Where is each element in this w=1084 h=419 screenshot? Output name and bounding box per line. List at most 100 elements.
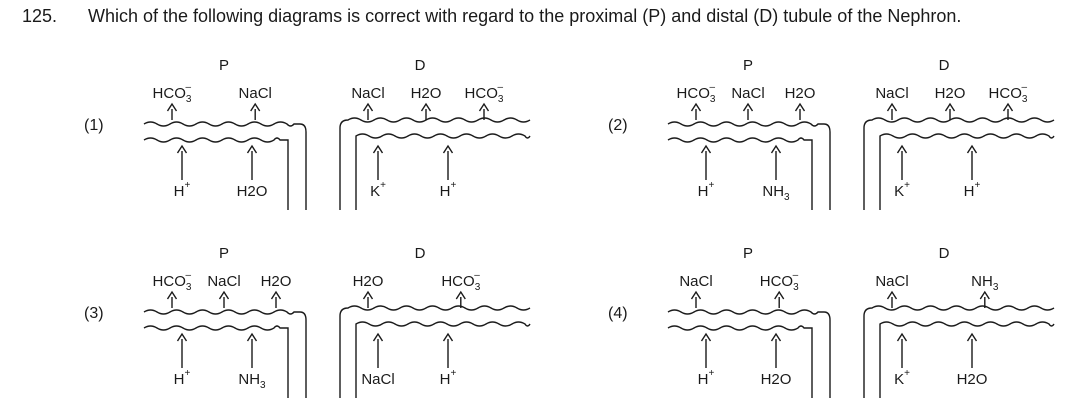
ion-label: H+ — [964, 180, 981, 200]
proximal-tubule: P NaCl HCO3– H+ H2O — [667, 245, 831, 398]
ion-label: H2O — [261, 273, 292, 290]
distal-tag: D — [939, 57, 950, 74]
proximal-tubule: P HCO3– NaCl H2O H+ NH3 — [143, 245, 307, 398]
ion-label: H+ — [174, 180, 191, 200]
proximal-tubule: P HCO3– NaCl H2O H+ NH3 — [667, 57, 831, 210]
ion-label: H+ — [440, 368, 457, 388]
ion-label: K+ — [894, 368, 910, 388]
distal-tag: D — [939, 245, 950, 262]
distal-tubule: D H2O HCO3– NaCl H+ — [339, 245, 531, 398]
up-arrow — [944, 102, 956, 120]
ion-label: NaCl — [239, 85, 272, 102]
ion-label: K+ — [370, 180, 386, 200]
ion-label: HCO3– — [677, 82, 716, 105]
up-arrow — [176, 144, 188, 180]
ion-label: HCO3– — [760, 270, 799, 293]
up-arrow — [270, 290, 282, 308]
up-arrow — [700, 332, 712, 368]
ion-label: H+ — [174, 368, 191, 388]
proximal-tag: P — [743, 57, 753, 74]
proximal-tag: P — [743, 245, 753, 262]
up-arrow — [372, 332, 384, 368]
up-arrow — [218, 290, 230, 308]
ion-label: NH3 — [971, 273, 999, 293]
distal-tag: D — [415, 57, 426, 74]
up-arrow — [372, 144, 384, 180]
up-arrow — [966, 332, 978, 368]
ion-label: NaCl — [875, 273, 908, 290]
up-arrow — [420, 102, 432, 120]
ion-label: H+ — [698, 180, 715, 200]
up-arrow — [886, 102, 898, 120]
option-label: (1) — [84, 117, 104, 134]
ion-label: NH3 — [238, 371, 266, 391]
question-number: 125. — [22, 6, 58, 26]
ion-label: K+ — [894, 180, 910, 200]
ion-label: HCO3– — [989, 82, 1028, 105]
ion-label: H2O — [935, 85, 966, 102]
ion-label: NH3 — [762, 183, 790, 203]
up-arrow — [886, 290, 898, 308]
ion-label: HCO3– — [153, 82, 192, 105]
up-arrow — [690, 102, 702, 120]
ion-label: NaCl — [207, 273, 240, 290]
up-arrow — [770, 332, 782, 368]
up-arrow — [774, 290, 785, 308]
ion-label: H2O — [957, 371, 988, 388]
up-arrow — [700, 144, 712, 180]
proximal-tag: P — [219, 245, 229, 262]
ion-label: H+ — [440, 180, 457, 200]
proximal-tag: P — [219, 57, 229, 74]
up-arrow — [794, 102, 806, 120]
up-arrow — [442, 144, 454, 180]
ion-label: HCO3– — [465, 82, 504, 105]
up-arrow — [966, 144, 978, 180]
option-label: (3) — [84, 305, 104, 322]
up-arrow — [979, 290, 990, 308]
ion-label: NaCl — [875, 85, 908, 102]
up-arrow — [250, 102, 261, 120]
up-arrow — [166, 102, 178, 120]
up-arrow — [690, 290, 702, 308]
ion-label: HCO3– — [153, 270, 192, 293]
ion-label: H2O — [237, 183, 268, 200]
question-text: Which of the following diagrams is corre… — [88, 6, 962, 26]
ion-label: NaCl — [731, 85, 764, 102]
up-arrow — [176, 332, 188, 368]
up-arrow — [896, 332, 908, 368]
up-arrow — [166, 290, 178, 308]
up-arrow — [246, 332, 258, 368]
up-arrow — [770, 144, 782, 180]
up-arrow — [455, 290, 466, 308]
ion-label: NaCl — [361, 371, 394, 388]
option-label: (4) — [608, 305, 628, 322]
ion-label: H+ — [698, 368, 715, 388]
ion-label: H2O — [411, 85, 442, 102]
option-2: (2) P HCO3– NaCl H2O H+ NH3 D NaCl H2O HCO3– K+ H+ — [608, 57, 1055, 210]
up-arrow — [896, 144, 908, 180]
up-arrow — [362, 290, 374, 308]
up-arrow — [1002, 102, 1014, 120]
ion-label: H2O — [785, 85, 816, 102]
ion-label: H2O — [353, 273, 384, 290]
option-label: (2) — [608, 117, 628, 134]
ion-label: HCO3– — [441, 270, 480, 293]
ion-label: NaCl — [679, 273, 712, 290]
ion-label: H2O — [761, 371, 792, 388]
ion-label: NaCl — [351, 85, 384, 102]
up-arrow — [246, 144, 258, 180]
distal-tubule: D NaCl H2O HCO3– K+ H+ — [339, 57, 531, 210]
distal-tag: D — [415, 245, 426, 262]
up-arrow — [478, 102, 490, 120]
up-arrow — [742, 102, 754, 120]
distal-tubule: D NaCl H2O HCO3– K+ H+ — [863, 57, 1055, 210]
up-arrow — [442, 332, 454, 368]
up-arrow — [362, 102, 374, 120]
